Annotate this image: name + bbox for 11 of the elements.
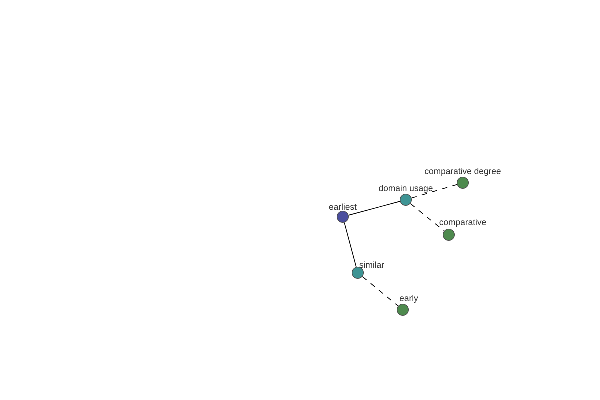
connector-line bbox=[410, 203, 445, 232]
node-label: comparative degree bbox=[425, 168, 501, 176]
node-label: domain usage bbox=[379, 185, 433, 194]
connector-line bbox=[344, 222, 357, 268]
node-label: earliest bbox=[329, 204, 357, 210]
connector-line bbox=[362, 276, 399, 307]
node-label: comparative bbox=[440, 219, 486, 228]
node-label: similar bbox=[360, 262, 384, 268]
connector-line bbox=[348, 201, 401, 216]
node-label: early bbox=[400, 295, 418, 304]
connector-line bbox=[411, 184, 458, 199]
